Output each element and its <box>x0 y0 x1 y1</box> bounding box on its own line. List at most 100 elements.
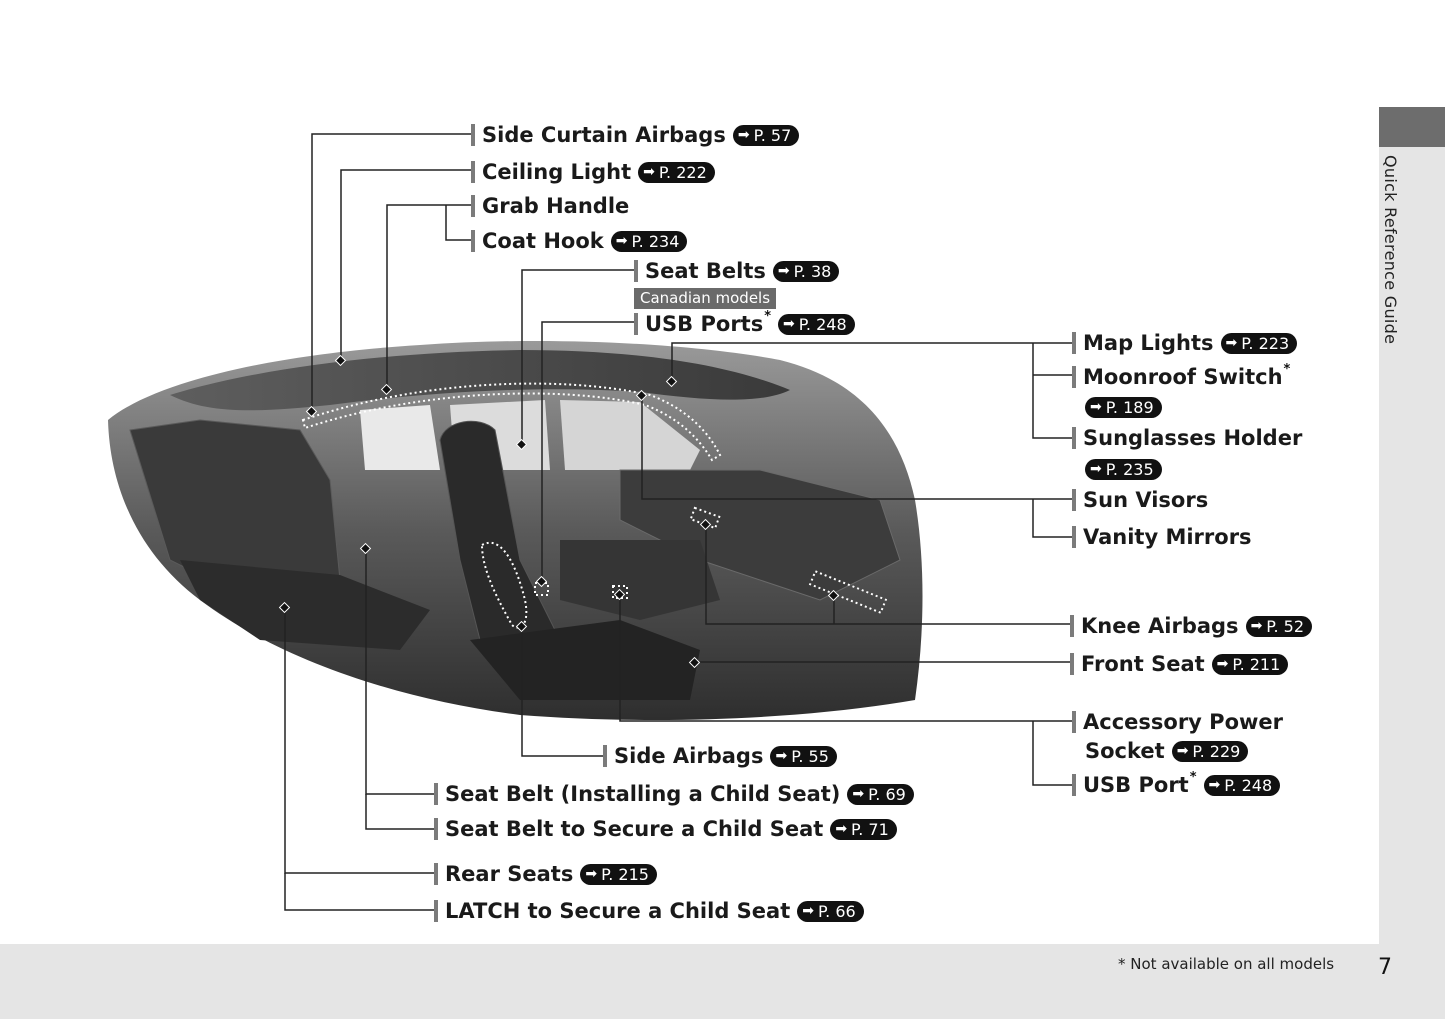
callout-latch: LATCH to Secure a Child Seat ➡P. 66 <box>434 897 864 925</box>
callout-knee-airbags: Knee Airbags ➡P. 52 <box>1070 612 1312 640</box>
callout-moonroof-switch-ref: ➡P. 189 <box>1085 394 1162 420</box>
callout-bar <box>1070 615 1074 637</box>
callout-bar <box>434 783 438 805</box>
leader-usb-port <box>1032 721 1074 786</box>
callout-rear-seats: Rear Seats ➡P. 215 <box>434 860 657 888</box>
leader-side-airbags <box>521 626 605 757</box>
usb-port-zone <box>612 585 628 599</box>
page-reference-link[interactable]: ➡P. 52 <box>1245 615 1312 637</box>
callout-bar <box>1072 711 1076 733</box>
arrow-right-icon: ➡ <box>777 263 790 279</box>
canadian-models-tag: Canadian models <box>634 288 777 309</box>
page-reference-link[interactable]: ➡P. 69 <box>847 783 914 805</box>
front-door-window <box>560 400 700 470</box>
callout-label: Knee Airbags <box>1081 614 1239 638</box>
page-reference-link[interactable]: ➡P. 234 <box>610 230 688 252</box>
callout-map-lights: Map Lights ➡P. 223 <box>1072 329 1298 357</box>
arrow-right-icon: ➡ <box>1090 461 1102 477</box>
front-side-airbag-zone <box>480 542 528 629</box>
callout-label: Sunglasses Holder <box>1083 426 1303 450</box>
callout-bar <box>471 195 475 217</box>
page-reference-link[interactable]: ➡P. 215 <box>580 863 657 885</box>
leader-ceiling-light <box>340 169 473 360</box>
callout-label: Seat Belt (Installing a Child Seat) <box>445 782 841 806</box>
callout-sunglasses-holder-ref: ➡P. 235 <box>1085 456 1162 482</box>
leader-latch <box>284 873 436 911</box>
rear-window <box>360 405 440 470</box>
callout-coat-hook: Coat Hook ➡P. 234 <box>471 227 688 255</box>
callout-label: Grab Handle <box>482 194 630 218</box>
leader-side-curtain <box>311 133 473 412</box>
callout-bar <box>1072 427 1076 449</box>
callout-label: Coat Hook <box>482 229 604 253</box>
arrow-right-icon: ➡ <box>835 821 848 837</box>
page-reference-link[interactable]: ➡P. 55 <box>770 745 837 767</box>
arrow-right-icon: ➡ <box>737 127 750 143</box>
page-reference-link[interactable]: ➡P. 189 <box>1085 396 1162 418</box>
footnote-star: * <box>1283 361 1291 377</box>
arrow-right-icon: ➡ <box>802 903 814 919</box>
callout-label: Vanity Mirrors <box>1083 525 1252 549</box>
leader-accessory-socket <box>619 594 1074 722</box>
page-number: 7 <box>1378 955 1392 980</box>
callout-label: Ceiling Light <box>482 160 632 184</box>
page-reference-link[interactable]: ➡P. 66 <box>797 900 864 922</box>
callout-usb-ports: USB Ports * ➡P. 248 <box>634 308 855 338</box>
callout-side-curtain-airbags: Side Curtain Airbags ➡P. 57 <box>471 121 800 149</box>
callout-label: LATCH to Secure a Child Seat <box>445 899 791 923</box>
callout-usb-port: USB Port * ➡P. 248 <box>1072 770 1281 799</box>
page-reference-link[interactable]: ➡P. 223 <box>1220 332 1298 354</box>
callout-label: Socket <box>1085 739 1165 763</box>
callout-label: Side Airbags <box>614 744 764 768</box>
rear-seat-back <box>129 419 341 601</box>
callout-bar <box>1072 366 1076 388</box>
callout-sunglasses-holder: Sunglasses Holder <box>1072 424 1302 452</box>
leader-seat-belt-secure <box>365 794 436 830</box>
leader-usb-ports <box>541 321 636 580</box>
footnote: * Not available on all models <box>1118 955 1335 973</box>
callout-seat-belt-secure: Seat Belt to Secure a Child Seat ➡P. 71 <box>434 815 897 843</box>
callout-bar <box>471 230 475 252</box>
leader-vanity <box>1032 499 1074 538</box>
callout-seat-belts: Seat Belts ➡P. 38 <box>634 257 840 285</box>
callout-label: USB Ports <box>645 312 764 336</box>
callout-ceiling-light: Ceiling Light ➡P. 222 <box>471 158 715 186</box>
page-reference-link[interactable]: ➡P. 229 <box>1171 740 1249 762</box>
front-seat-cushion <box>470 620 700 700</box>
callout-bar <box>434 900 438 922</box>
leader-seat-belts <box>521 269 636 444</box>
side-curtain-airbag-zone <box>301 382 722 462</box>
arrow-right-icon: ➡ <box>1208 777 1221 793</box>
arrow-right-icon: ➡ <box>585 866 598 882</box>
page-reference-link[interactable]: ➡P. 211 <box>1211 653 1289 675</box>
callout-label: Side Curtain Airbags <box>482 123 726 147</box>
callout-bar <box>1072 489 1076 511</box>
callout-bar <box>1072 526 1076 548</box>
side-strip <box>1379 107 1445 1019</box>
page-reference-link[interactable]: ➡P. 248 <box>778 313 855 335</box>
page-reference-link[interactable]: ➡P. 235 <box>1085 458 1162 480</box>
callout-bar <box>1072 774 1076 796</box>
arrow-right-icon: ➡ <box>1250 618 1263 634</box>
callout-bar <box>1072 332 1076 354</box>
page-reference-link[interactable]: ➡P. 71 <box>830 818 897 840</box>
arrow-right-icon: ➡ <box>615 233 628 249</box>
center-console <box>560 540 720 620</box>
callout-bar <box>1070 653 1074 675</box>
arrow-right-icon: ➡ <box>783 316 795 332</box>
roof-liner <box>170 350 790 411</box>
callout-label: Map Lights <box>1083 331 1214 355</box>
leader-sunglasses <box>1032 343 1074 439</box>
section-title: Quick Reference Guide <box>1381 155 1400 345</box>
section-tab[interactable] <box>1379 107 1445 147</box>
arrow-right-icon: ➡ <box>1225 335 1238 351</box>
dashboard <box>619 469 901 601</box>
page-reference-link[interactable]: ➡P. 57 <box>732 124 800 146</box>
callout-label: USB Port <box>1083 773 1189 797</box>
page-reference-link[interactable]: ➡P. 38 <box>772 260 840 282</box>
footnote-star: * <box>764 308 772 324</box>
page-reference-link[interactable]: ➡P. 222 <box>638 161 715 183</box>
callout-bar <box>434 818 438 840</box>
page-reference-link[interactable]: ➡P. 248 <box>1203 774 1281 796</box>
